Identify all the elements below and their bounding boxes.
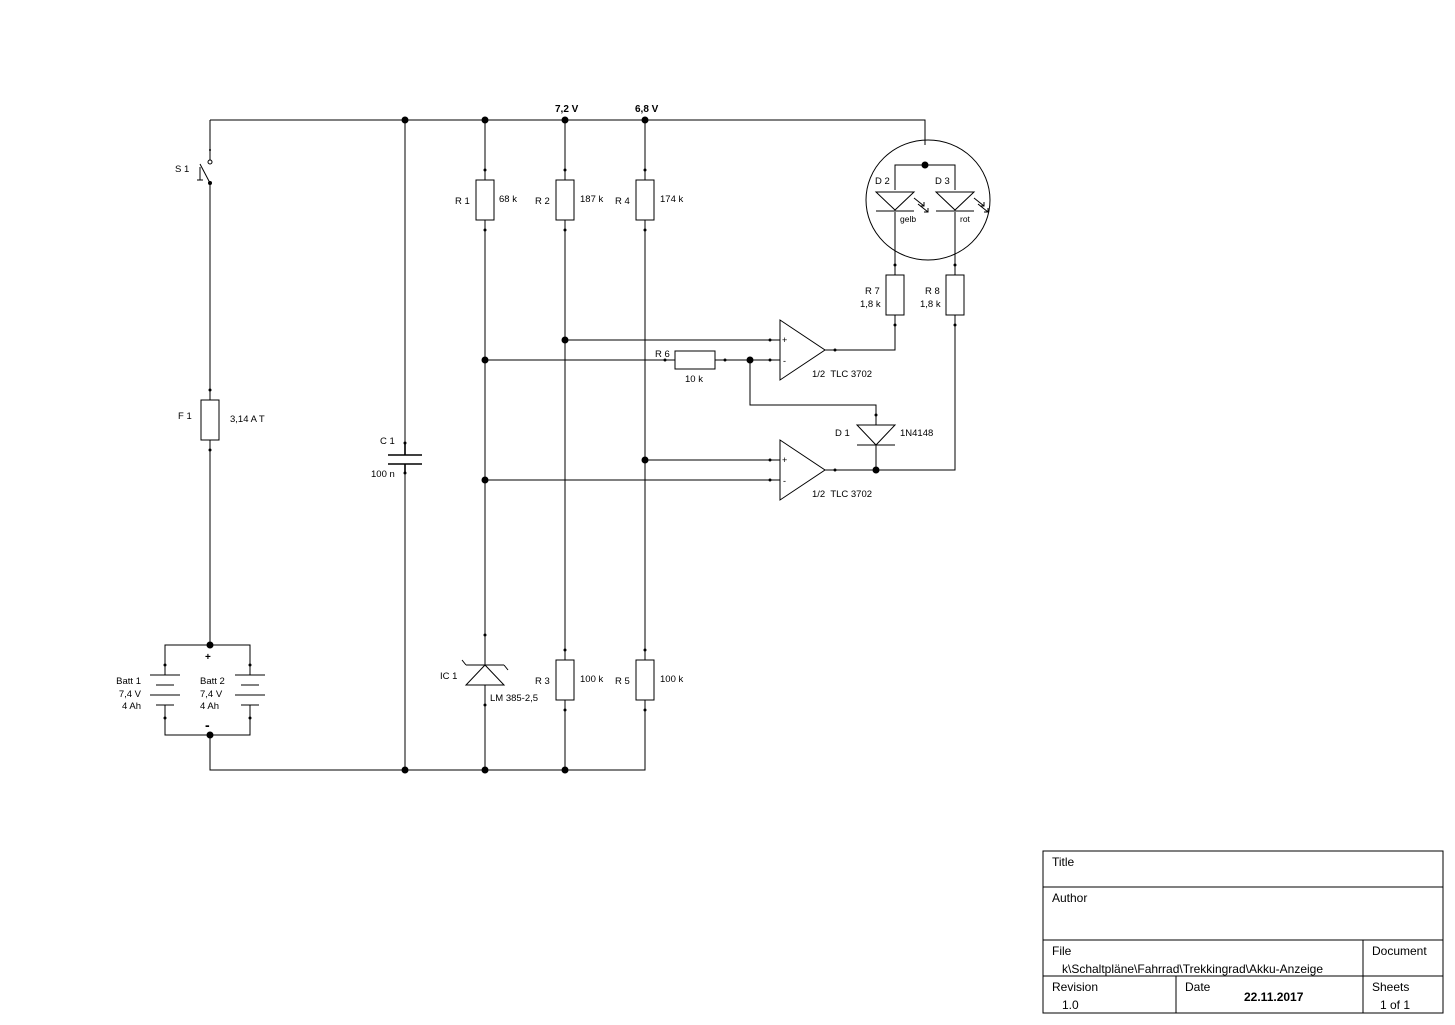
pin-markers (163, 168, 957, 720)
d3-ref: D 3 (935, 176, 950, 187)
sheets-label: Sheets (1372, 980, 1409, 994)
r4-ref: R 4 (615, 196, 630, 207)
title-block: Title Author File k\Schaltpläne\Fahrrad\… (1042, 850, 1444, 1014)
d2-color: gelb (900, 214, 916, 224)
file-label: File (1052, 944, 1072, 958)
r6-value: 10 k (685, 374, 703, 385)
document-label: Document (1372, 944, 1427, 958)
resistor-r3 (555, 650, 575, 710)
wire-opa-out (835, 325, 896, 351)
led-d3 (934, 191, 989, 213)
r1-ref: R 1 (455, 196, 470, 207)
f1-ref: F 1 (178, 411, 192, 422)
opa-minus-sign: - (783, 356, 786, 366)
opb-plus-sign: + (782, 455, 787, 465)
d1-ref: D 1 (835, 428, 850, 439)
resistor-r8 (945, 265, 965, 325)
opa-plus-sign: + (782, 335, 787, 345)
battery-batt1 (150, 665, 180, 718)
junctions (206, 116, 929, 774)
batt2-ref: Batt 2 (200, 676, 225, 687)
ic1-value: LM 385-2,5 (490, 693, 538, 704)
r8-ref: R 8 (925, 286, 940, 297)
opamp-u1b (768, 439, 837, 501)
net-label-72v: 7,2 V (555, 104, 579, 115)
wire-ground-rail (209, 725, 646, 771)
author-label: Author (1052, 891, 1087, 905)
battery-minus-label: - (205, 717, 210, 733)
opamp-u1a (768, 319, 837, 381)
title-label: Title (1052, 855, 1075, 869)
resistor-r6 (665, 350, 725, 370)
resistor-r7 (885, 265, 905, 325)
r1-value: 68 k (499, 194, 517, 205)
u1a-value: 1/2 TLC 3702 (812, 369, 872, 380)
resistor-r2 (555, 170, 575, 230)
battery-plus-label: + (205, 652, 211, 663)
led-d2 (874, 191, 929, 213)
r5-ref: R 5 (615, 676, 630, 687)
batt1-voltage: 7,4 V (119, 689, 142, 700)
r7-ref: R 7 (865, 286, 880, 297)
opb-minus-sign: - (783, 476, 786, 486)
revision-label: Revision (1052, 980, 1098, 994)
date-label: Date (1185, 980, 1211, 994)
ic1-ref: IC 1 (440, 671, 457, 682)
s1-ref: S 1 (175, 164, 189, 175)
batt2-voltage: 7,4 V (200, 689, 223, 700)
c1-value: 100 n (371, 469, 395, 480)
led-housing (865, 139, 991, 261)
r6-ref: R 6 (655, 349, 670, 360)
capacitor-c1 (388, 443, 422, 473)
switch-s1 (197, 149, 213, 185)
r2-ref: R 2 (535, 196, 550, 207)
r5-value: 100 k (660, 674, 683, 685)
r3-ref: R 3 (535, 676, 550, 687)
r7-value: 1,8 k (860, 299, 881, 310)
r2-value: 187 k (580, 194, 603, 205)
u1b-value: 1/2 TLC 3702 (812, 489, 872, 500)
c1-ref: C 1 (380, 436, 395, 447)
batt2-capacity: 4 Ah (200, 701, 219, 712)
net-label-68v: 6,8 V (635, 104, 659, 115)
wire-top-rail (210, 119, 926, 145)
batt1-capacity: 4 Ah (122, 701, 141, 712)
fuse-f1 (200, 390, 220, 450)
resistor-r4 (635, 170, 655, 230)
d2-ref: D 2 (875, 176, 890, 187)
d3-color: rot (960, 214, 971, 224)
wires (164, 119, 956, 771)
battery-batt2 (235, 665, 265, 718)
revision-value: 1.0 (1062, 998, 1079, 1012)
r3-value: 100 k (580, 674, 603, 685)
d1-value: 1N4148 (900, 428, 933, 439)
resistor-r1 (475, 170, 495, 230)
r4-value: 174 k (660, 194, 683, 205)
file-value: k\Schaltpläne\Fahrrad\Trekkingrad\Akku-A… (1062, 962, 1323, 976)
diode-d1 (855, 415, 897, 455)
reference-ic1 (461, 635, 509, 705)
r8-value: 1,8 k (920, 299, 941, 310)
batt1-ref: Batt 1 (116, 676, 141, 687)
sheets-value: 1 of 1 (1380, 998, 1410, 1012)
f1-value: 3,14 A T (230, 414, 265, 425)
labels: 7,2 V 6,8 V S 1 F 1 3,14 A T + - Batt 1 … (116, 104, 970, 733)
date-value: 22.11.2017 (1244, 990, 1304, 1004)
wire-d1-feedback (749, 360, 877, 415)
resistor-r5 (635, 650, 655, 710)
